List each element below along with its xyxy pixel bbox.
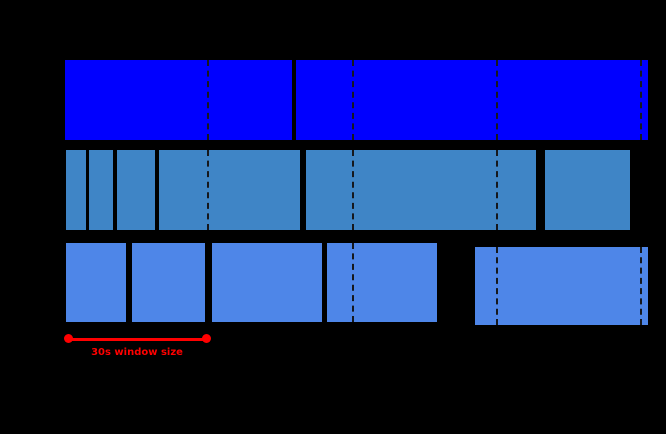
measure-cap-left xyxy=(64,334,73,343)
bar-segment xyxy=(89,150,113,230)
bar-segment xyxy=(475,247,648,325)
bar-segment xyxy=(545,150,630,230)
bar-segment xyxy=(296,60,648,140)
bar-segment xyxy=(117,150,155,230)
window-size-label: 30s window size xyxy=(91,347,183,358)
bar-segment xyxy=(132,243,205,322)
bar-segment xyxy=(66,243,126,322)
bar-segment xyxy=(306,150,536,230)
window-size-measure-line xyxy=(68,338,206,341)
bar-segment xyxy=(159,150,300,230)
bar-segment xyxy=(327,243,437,322)
bar-segment xyxy=(65,60,292,140)
measure-cap-right xyxy=(202,334,211,343)
bar-segment xyxy=(212,243,322,322)
bar-segment xyxy=(66,150,86,230)
